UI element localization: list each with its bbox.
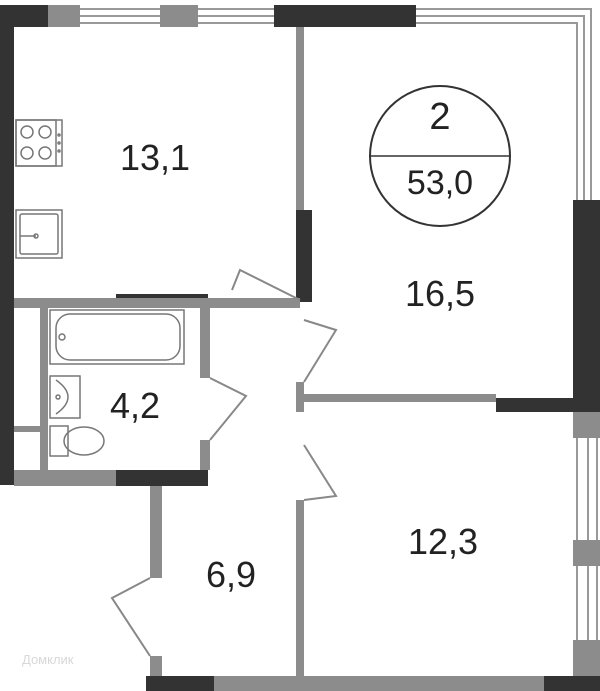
inner-walls bbox=[14, 5, 600, 691]
kitchen-sink-icon bbox=[15, 209, 63, 259]
room-small-door bbox=[303, 444, 338, 501]
stove-icon bbox=[15, 119, 63, 167]
doors bbox=[110, 268, 338, 657]
watermark: Домклик bbox=[22, 652, 74, 667]
windows bbox=[80, 8, 598, 640]
washbasin-icon bbox=[49, 375, 81, 419]
toilet-icon bbox=[49, 425, 105, 457]
kitchen-door bbox=[231, 268, 301, 301]
bathtub-icon bbox=[49, 309, 185, 365]
area-room-small: 12,3 bbox=[408, 521, 479, 562]
bathroom-door bbox=[209, 377, 248, 441]
entrance-door bbox=[110, 577, 151, 657]
apartment-badge bbox=[369, 85, 511, 227]
total-area: 53,0 bbox=[406, 164, 474, 202]
room-large-door bbox=[303, 319, 338, 383]
rooms-count: 2 bbox=[429, 96, 451, 138]
area-hallway: 6,9 bbox=[206, 554, 257, 595]
area-kitchen: 13,1 bbox=[120, 137, 191, 178]
area-bathroom: 4,2 bbox=[110, 385, 161, 426]
area-room-large: 16,5 bbox=[405, 273, 476, 314]
